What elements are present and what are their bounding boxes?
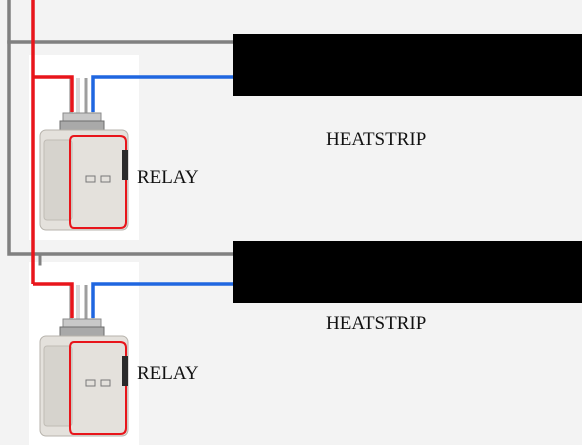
neutral-wires <box>7 0 235 266</box>
relay-1-label: RELAY <box>137 167 199 188</box>
hot-wire-to-relay-1 <box>33 75 74 112</box>
relay-1-side-clip <box>122 150 128 180</box>
relay-2 <box>39 285 129 437</box>
relay-2-led-slot-left <box>85 379 96 387</box>
load-wire-1 <box>91 75 233 112</box>
heatstrip-2-label: HEATSTRIP <box>326 313 427 334</box>
relay-2-red-trim <box>69 341 127 435</box>
relay-1-led-slot-left <box>85 175 96 183</box>
relay-2-side-clip <box>122 356 128 386</box>
neutral-wire-trunk <box>7 0 235 256</box>
hot-wire-to-relay-2 <box>33 282 74 318</box>
load-wire-2 <box>91 282 233 318</box>
hot-wires <box>31 0 74 318</box>
relay-2-led-slot-right <box>100 379 111 387</box>
heatstrip-1-label: HEATSTRIP <box>326 129 427 150</box>
load-wires <box>91 75 233 318</box>
heatstrip-1 <box>233 34 582 96</box>
relay-1-red-trim <box>69 135 127 229</box>
relay-1-led-slot-right <box>100 175 111 183</box>
relay-2-label: RELAY <box>137 363 199 384</box>
heatstrip-2 <box>233 241 582 303</box>
